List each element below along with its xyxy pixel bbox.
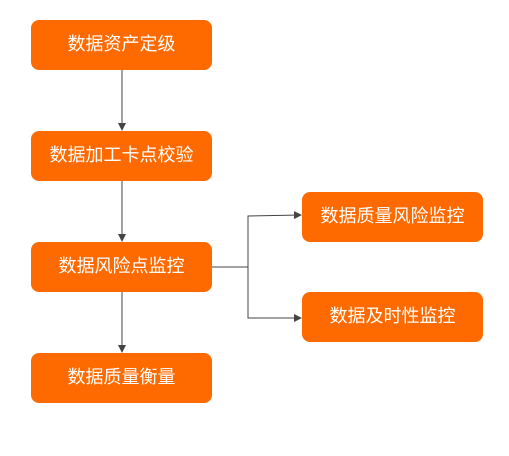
node-label: 数据风险点监控 [58,256,185,277]
node-data-quality-measurement: 数据质量衡量 [31,353,212,403]
node-label: 数据加工卡点校验 [49,145,194,166]
node-label: 数据及时性监控 [329,306,456,327]
node-data-quality-risk-monitoring: 数据质量风险监控 [302,192,483,242]
node-data-timeliness-monitoring: 数据及时性监控 [302,292,483,342]
node-data-processing-checkpoint: 数据加工卡点校验 [31,131,212,181]
edge-n3-n5 [212,211,302,268]
node-label: 数据质量衡量 [67,367,176,388]
node-data-risk-monitoring: 数据风险点监控 [31,242,212,292]
node-label: 数据资产定级 [67,34,176,55]
node-data-asset-grading: 数据资产定级 [31,20,212,70]
edge-n3-n6 [247,267,302,322]
node-label: 数据质量风险监控 [320,206,465,227]
